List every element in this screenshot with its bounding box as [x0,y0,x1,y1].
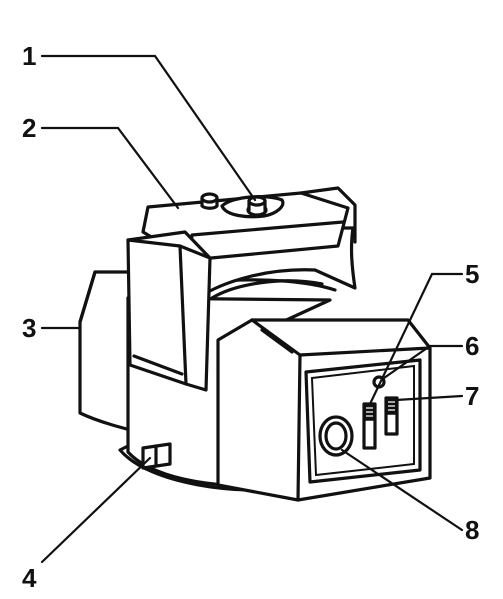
left-slide-switch [362,402,377,450]
rear-socket [141,442,172,470]
callout-3: 3 [22,313,36,343]
leader-line-6 [382,344,464,380]
callout-labels: 1 2 3 4 5 6 7 8 [22,41,479,593]
callout-8: 8 [465,515,479,545]
leader-line-7 [394,394,464,402]
callout-6: 6 [465,331,479,361]
callout-2: 2 [22,113,36,143]
callout-7: 7 [465,381,479,411]
right-slide-switch [384,396,399,436]
callout-5: 5 [465,259,479,289]
leader-lines [40,54,464,564]
leader-line-8 [340,448,464,532]
callout-1: 1 [22,41,36,71]
mounting-screw [246,195,268,217]
leader-line-1 [40,54,257,202]
leader-line-2 [40,126,180,210]
callout-4: 4 [22,563,37,593]
tilt-arm [126,230,212,392]
leader-line-4 [40,456,152,564]
locating-pin [200,192,219,210]
leader-line-5 [368,272,464,406]
round-connector [318,415,354,457]
pan-tilt-head-body [78,186,432,502]
